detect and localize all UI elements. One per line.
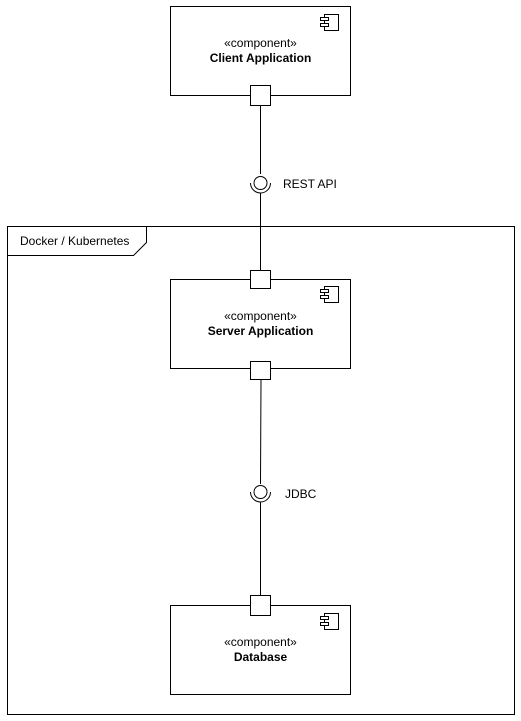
- component-icon: [320, 286, 339, 303]
- component-stereotype: «component»: [224, 309, 297, 323]
- jdbc-connector: JDBC: [250, 379, 317, 595]
- port-square-bottom: [250, 361, 271, 380]
- rest-connector: REST API: [250, 106, 337, 270]
- component-name: Database: [234, 650, 288, 664]
- port-square: [250, 85, 271, 106]
- rest-lollipop: [253, 176, 268, 190]
- server-application-component: «component» Server Application: [170, 270, 351, 380]
- jdbc-label: JDBC: [285, 487, 317, 501]
- component-box: [170, 605, 351, 695]
- component-stereotype: «component»: [224, 635, 297, 649]
- rest-api-label: REST API: [283, 177, 337, 191]
- frame-title: Docker / Kubernetes: [20, 234, 129, 248]
- component-name: Client Application: [210, 51, 312, 65]
- component-icon: [320, 14, 339, 31]
- port-square-top: [250, 270, 271, 289]
- component-icon: [320, 613, 339, 630]
- component-box: [170, 6, 351, 96]
- component-stereotype: «component»: [224, 36, 297, 50]
- jdbc-lollipop: [253, 485, 268, 499]
- jdbc-provided-line: [260, 379, 262, 485]
- port-square: [250, 595, 271, 616]
- frame-tab: [7, 226, 147, 256]
- client-application-component: «component» Client Application: [170, 6, 351, 106]
- database-component: «component» Database: [170, 595, 351, 695]
- component-box: [170, 279, 351, 369]
- component-name: Server Application: [208, 324, 314, 338]
